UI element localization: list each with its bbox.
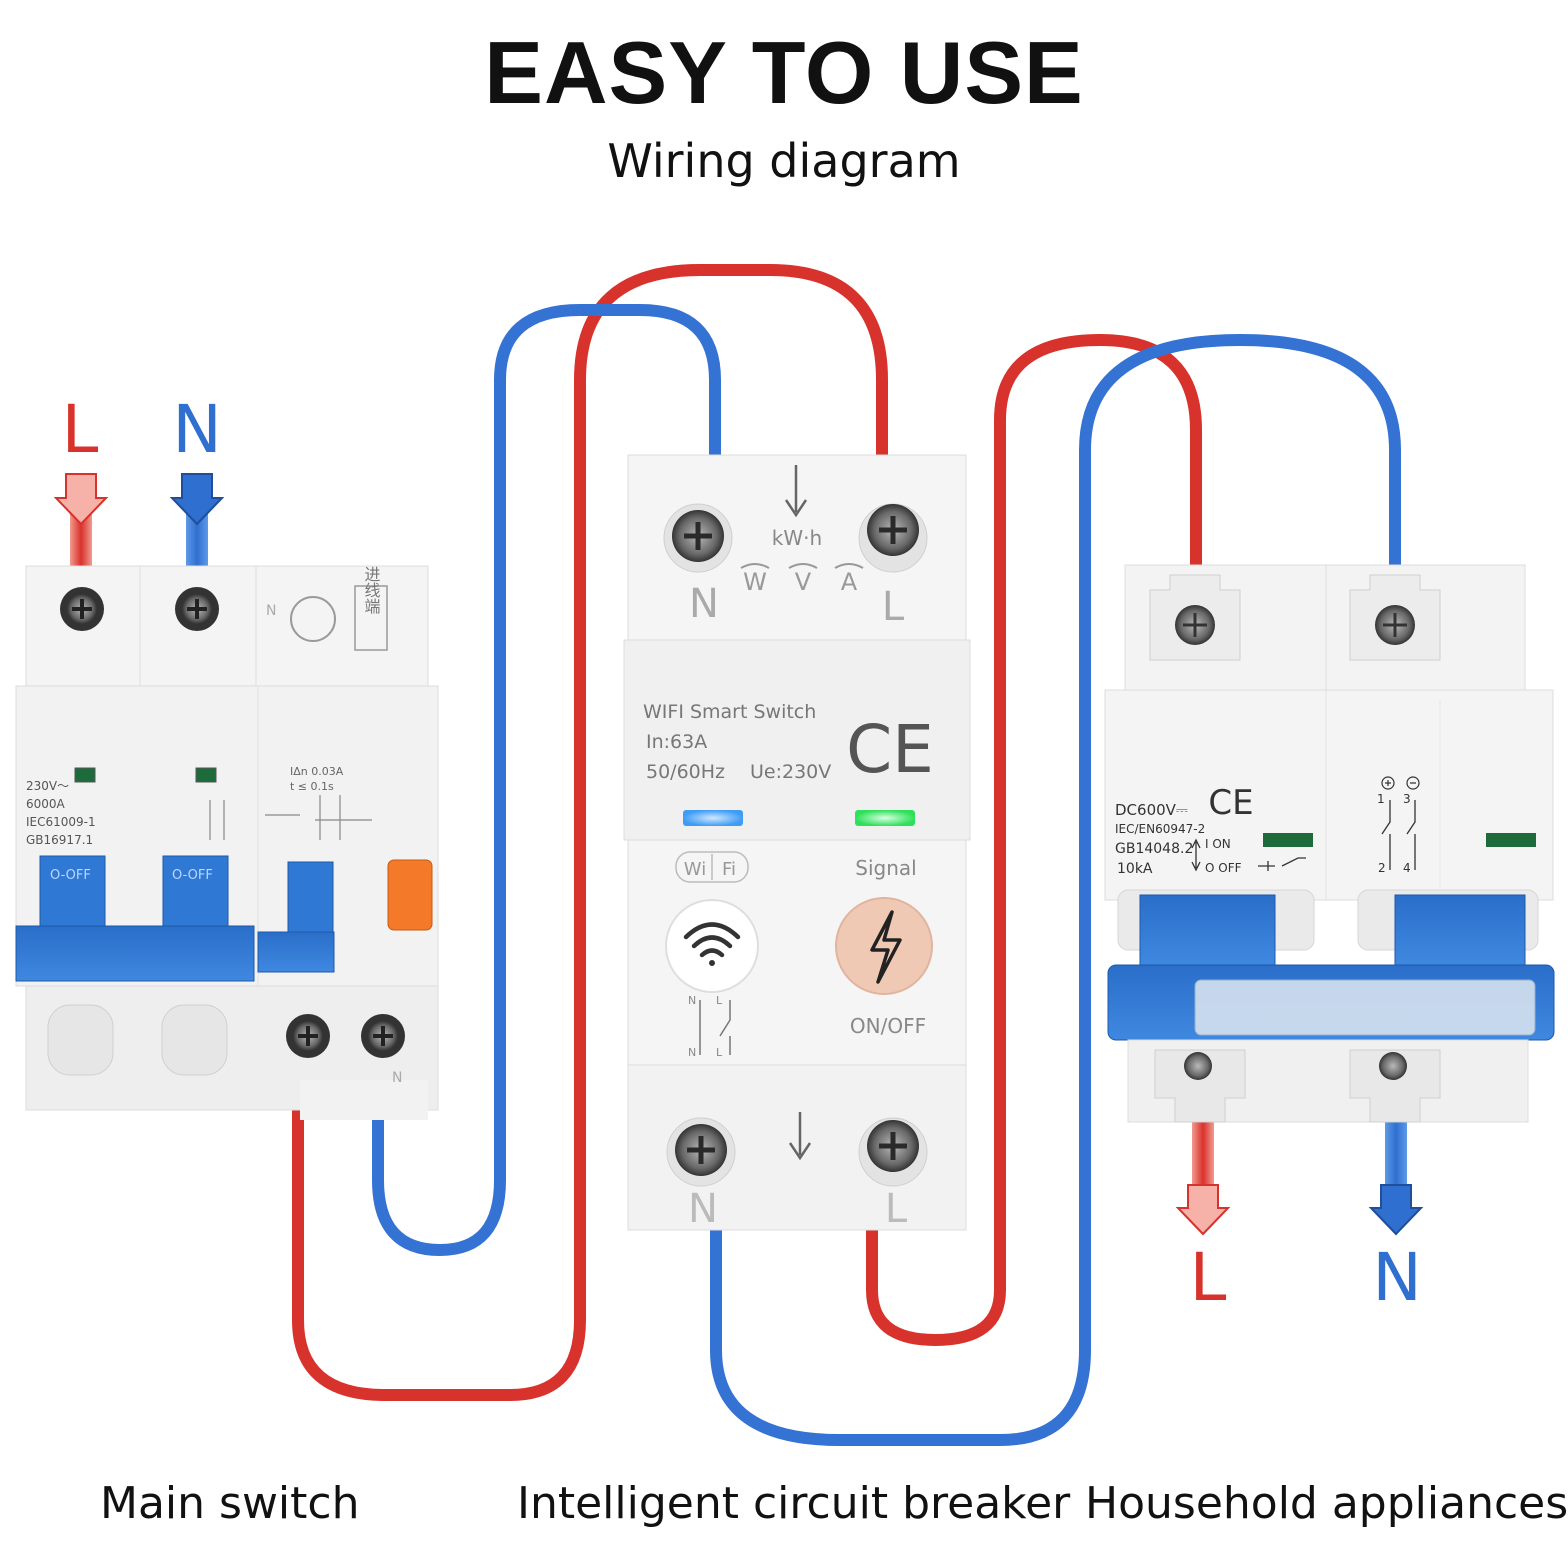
signal-led <box>855 810 915 826</box>
main-switch-device: N 进线端 230V～ 6000A IEC61009-1 GB16917.1 I… <box>15 565 439 1120</box>
schematic-l-top: L <box>716 994 723 1007</box>
main-switch-caption: Main switch <box>100 1478 360 1529</box>
input-neutral-arrow <box>169 473 225 526</box>
appliance-breaker-standard2: GB14048.2 <box>1115 841 1193 857</box>
smart-switch-meas-w: W <box>743 568 767 596</box>
main-switch-pole-n: N <box>266 603 276 619</box>
smart-switch-product-name: WIFI Smart Switch <box>643 701 816 723</box>
smart-switch-output-screw-l <box>858 1117 928 1187</box>
input-live-arrow <box>53 473 109 526</box>
onoff-button[interactable] <box>835 897 933 995</box>
main-switch-output-screw <box>361 1014 405 1058</box>
smart-switch-device: kW·h W V A N L WIFI Smart Switch In:63A … <box>623 454 971 1232</box>
smart-switch-energy-unit: kW·h <box>772 526 822 550</box>
schematic-n-top: N <box>688 994 696 1007</box>
main-switch-residual: IΔn 0.03A <box>290 765 344 778</box>
smart-switch-voltage: Ue:230V <box>750 761 831 783</box>
page-subtitle: Wiring diagram <box>607 134 961 188</box>
wifi-label-right: Fi <box>722 859 736 880</box>
wifi-icon <box>683 922 741 966</box>
main-switch-trip-time: t ≤ 0.1s <box>290 780 334 793</box>
appliance-breaker-input-screw <box>1175 605 1215 645</box>
schematic-n-bottom: N <box>688 1046 696 1059</box>
onoff-label: ON/OFF <box>850 1014 926 1038</box>
wifi-label-left: Wi <box>684 859 706 880</box>
appliance-breaker-tie-bar <box>1194 979 1536 1036</box>
smart-switch-caption: Intelligent circuit breaker <box>517 1478 1071 1529</box>
main-switch-terminal-screw <box>60 587 104 631</box>
main-switch-terminal-screw <box>175 587 219 631</box>
appliance-breaker-standard1: IEC/EN60947-2 <box>1115 822 1205 836</box>
appliance-breaker-input-screw <box>1375 605 1415 645</box>
wire-smart-to-appliance-neutral <box>710 333 1401 1446</box>
main-switch-bottom-n: N <box>392 1070 402 1086</box>
appliance-terminal-2: 2 <box>1378 861 1386 875</box>
main-switch-lever1-label: O-OFF <box>50 868 91 883</box>
signal-label: Signal <box>855 856 916 880</box>
smart-switch-ce-mark: CE <box>846 711 934 788</box>
main-switch-standard1: IEC61009-1 <box>26 815 96 829</box>
output-neutral-lead <box>1385 1115 1407 1190</box>
appliance-breaker-on: I ON <box>1205 837 1231 851</box>
appliance-breaker-output-screw <box>1379 1052 1407 1080</box>
output-live-arrow <box>1175 1184 1231 1236</box>
smart-switch-top-n: N <box>689 581 719 627</box>
down-arrow-icon <box>784 465 808 518</box>
output-live-label: L <box>1190 1239 1227 1316</box>
appliance-terminal-4: 4 <box>1403 861 1411 875</box>
input-neutral-lead <box>186 510 208 570</box>
smart-switch-input-screw-n <box>663 503 733 573</box>
appliance-breaker-output-screw <box>1184 1052 1212 1080</box>
main-switch-incoming-label: 进线端 <box>362 566 381 614</box>
output-neutral-label: N <box>1372 1239 1421 1316</box>
main-switch-rcd-lever[interactable] <box>257 931 335 973</box>
output-live-lead <box>1192 1115 1214 1190</box>
wire-main-to-smart-neutral <box>372 304 721 1257</box>
appliance-breaker-ce-mark: CE <box>1208 783 1253 823</box>
smart-switch-frequency: 50/60Hz <box>646 761 725 783</box>
appliance-breaker-breaking: 10kA <box>1117 861 1153 877</box>
main-switch-output-screw <box>286 1014 330 1058</box>
main-switch-breaking: 6000A <box>26 797 66 811</box>
page-title: EASY TO USE <box>484 23 1084 122</box>
output-neutral-arrow <box>1368 1184 1424 1236</box>
smart-switch-input-screw-l <box>858 503 928 573</box>
appliance-breaker-off: O OFF <box>1205 861 1242 875</box>
smart-switch-bottom-l: L <box>885 1186 908 1232</box>
appliance-terminal-3: 3 <box>1403 792 1411 806</box>
main-switch-lever2-label: O-OFF <box>172 868 213 883</box>
input-neutral-label: N <box>172 391 221 468</box>
smart-switch-top-l: L <box>882 584 905 630</box>
wires <box>70 264 1407 1446</box>
appliance-caption: Household appliances <box>1085 1478 1568 1529</box>
wire-main-to-smart-live <box>292 264 888 1401</box>
schematic-l-bottom: L <box>716 1046 723 1059</box>
smart-switch-output-screw-n <box>666 1117 736 1187</box>
input-live-label: L <box>62 391 99 468</box>
smart-switch-current: In:63A <box>646 731 707 753</box>
appliance-breaker-device: DC600V⎓ IEC/EN60947-2 GB14048.2 10kA I O… <box>1104 564 1555 1123</box>
down-arrow-icon <box>788 1112 812 1161</box>
main-switch-lever-handle[interactable] <box>15 925 255 982</box>
appliance-breaker-rating: DC600V⎓ <box>1115 801 1188 819</box>
main-switch-standard2: GB16917.1 <box>26 833 93 847</box>
wifi-pairing-button[interactable] <box>665 899 759 993</box>
main-switch-rating: 230V～ <box>26 779 69 793</box>
appliance-terminal-1: 1 <box>1377 792 1385 806</box>
wifi-led <box>683 810 743 826</box>
smart-switch-meas-v: V <box>795 568 812 596</box>
smart-switch-bottom-n: N <box>688 1186 718 1232</box>
input-live-lead <box>70 510 92 570</box>
lightning-icon <box>870 910 902 984</box>
main-switch-test-button[interactable] <box>387 859 433 931</box>
smart-switch-meas-a: A <box>841 568 858 596</box>
